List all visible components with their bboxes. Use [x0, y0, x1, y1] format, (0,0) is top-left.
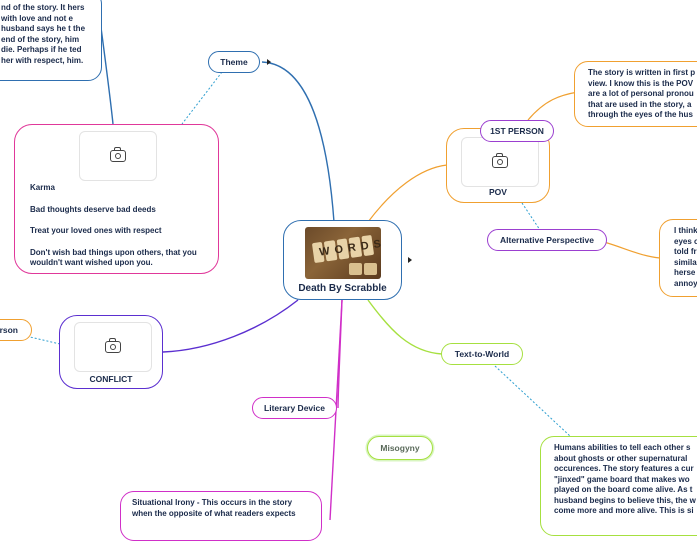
theme-expand-arrow[interactable] — [267, 59, 271, 65]
alternative-perspective-label: Alternative Perspective — [499, 235, 595, 245]
irony-text: Situational Irony - This occurs in the s… — [132, 498, 296, 518]
first-person-text-card[interactable]: The story is written in first p view. I … — [574, 61, 697, 127]
conflict-side-label: erson — [0, 325, 18, 335]
theme-detail-card[interactable]: nd of the story. It hers with love and n… — [0, 0, 102, 81]
conflict-image-placeholder — [74, 322, 152, 372]
pov-label: POV — [489, 187, 507, 197]
theme-note-2: Bad thoughts deserve bad deeds — [30, 204, 156, 214]
conflict-label: CONFLICT — [89, 374, 133, 384]
conflict-card[interactable]: CONFLICT — [59, 315, 163, 389]
central-image: WORDS — [305, 227, 381, 279]
text-to-world-label: Text-to-World — [454, 349, 510, 359]
conflict-side-node[interactable]: erson — [0, 319, 32, 341]
pov-image-placeholder — [461, 137, 539, 187]
theme-label: Theme — [220, 57, 248, 67]
text-to-world-node[interactable]: Text-to-World — [441, 343, 523, 365]
camera-icon — [110, 147, 126, 162]
camera-icon — [105, 338, 121, 353]
literary-device-label: Literary Device — [264, 403, 325, 413]
theme-detail-text: nd of the story. It hers with love and n… — [1, 3, 86, 65]
theme-note-3: Treat your loved ones with respect — [30, 226, 162, 235]
text-to-world-text: Humans abilities to tell each other s ab… — [554, 443, 696, 515]
theme-note-1: Karma — [30, 183, 55, 192]
irony-card[interactable]: Situational Irony - This occurs in the s… — [120, 491, 322, 541]
theme-notes-card[interactable]: Karma Bad thoughts deserve bad deeds Tre… — [14, 124, 219, 274]
first-person-text: The story is written in first p view. I … — [588, 68, 696, 119]
text-to-world-card[interactable]: Humans abilities to tell each other s ab… — [540, 436, 697, 536]
misogyny-node[interactable]: Misogyny — [367, 436, 433, 460]
alternative-perspective-node[interactable]: Alternative Perspective — [487, 229, 607, 251]
alternative-text-card[interactable]: I think eyes o told fr simila herse anno… — [659, 219, 697, 297]
central-title: Death By Scrabble — [298, 283, 387, 294]
camera-icon — [492, 153, 508, 168]
central-node[interactable]: WORDS Death By Scrabble — [283, 220, 402, 300]
theme-node[interactable]: Theme — [208, 51, 260, 73]
misogyny-label: Misogyny — [380, 443, 420, 453]
theme-note-4: Don't wish bad things upon others, that … — [30, 247, 197, 268]
theme-image-placeholder — [79, 131, 157, 181]
literary-device-node[interactable]: Literary Device — [252, 397, 337, 419]
central-expand-arrow[interactable] — [408, 257, 412, 263]
alternative-text: I think eyes o told fr simila herse anno… — [674, 226, 697, 288]
first-person-node[interactable]: 1ST PERSON — [480, 120, 554, 142]
first-person-label: 1ST PERSON — [490, 126, 544, 136]
